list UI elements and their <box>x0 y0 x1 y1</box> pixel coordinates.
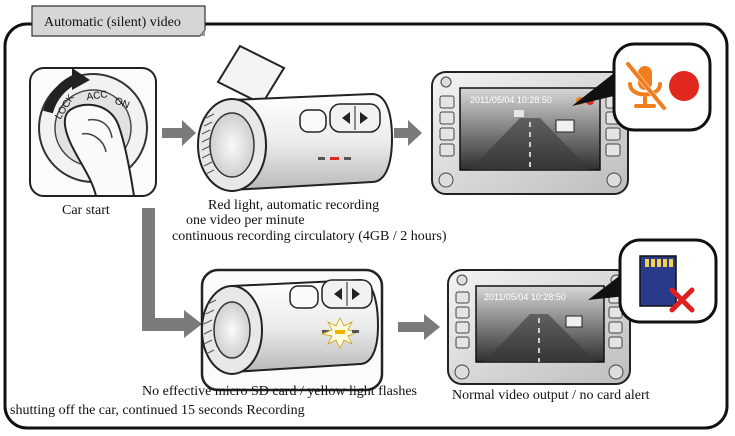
yellow-flash-led <box>320 317 360 349</box>
label-shutting-off: shutting off the car, continued 15 secon… <box>10 403 305 418</box>
dashcam-bottom <box>200 268 384 392</box>
label-red-light: Red light, automatic recording <box>208 198 380 213</box>
ignition-panel: LOCK ACC ON <box>29 67 157 197</box>
connector-arrow <box>142 208 202 338</box>
label-no-card: No effective micro SD card / yellow ligh… <box>142 384 417 399</box>
page-title: Automatic (silent) video <box>44 15 181 30</box>
title-tab-label-wrap: Automatic (silent) video <box>32 8 208 36</box>
mute-microphone-icon <box>625 61 667 111</box>
arrow-right-icon <box>394 120 422 146</box>
screen-timestamp: 2011/05/04 10:28:50 <box>470 95 552 105</box>
label-normal-output: Normal video output / no card alert <box>452 388 650 403</box>
dashcam-top <box>197 44 394 192</box>
no-card-x-icon <box>669 287 695 313</box>
record-led <box>330 157 339 160</box>
ignition-acc-label: ACC <box>86 89 108 103</box>
ignition-on-label: ON <box>113 96 131 112</box>
car-screen-bottom: 2011/05/04 10:28:50 <box>447 269 631 385</box>
callout-no-card <box>588 238 718 324</box>
label-car-start: Car start <box>62 203 110 218</box>
arrow-right-icon <box>162 120 196 146</box>
callout-record-status <box>572 42 712 132</box>
label-continuous: continuous recording circulatory (4GB / … <box>172 229 447 244</box>
title-tab <box>31 5 206 37</box>
label-one-video: one video per minute <box>186 213 305 228</box>
sd-card-icon <box>639 255 677 307</box>
arrow-right-icon <box>398 314 440 340</box>
hand-icon <box>63 103 136 197</box>
screen-timestamp: 2011/05/04 10:28:50 <box>484 292 566 302</box>
record-dot-icon <box>669 71 699 101</box>
